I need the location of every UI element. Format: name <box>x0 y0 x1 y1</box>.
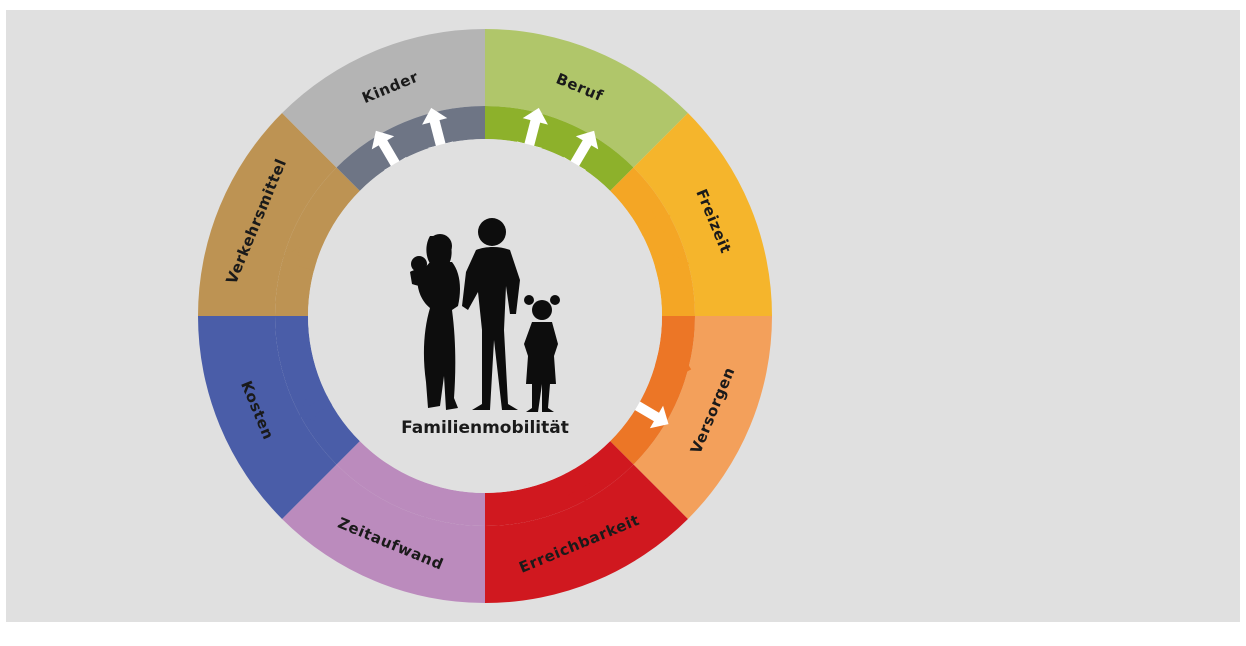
segment-beruf-inner <box>485 106 634 191</box>
segment-erreichbarkeit-outer <box>485 464 688 603</box>
segment-zeitaufwand-inner <box>336 441 485 526</box>
segment-kinder-inner <box>336 106 485 191</box>
segment-verkehrsmittel-inner <box>275 167 360 316</box>
segment-freizeit-inner <box>610 167 695 316</box>
family-silhouette-icon <box>410 218 560 412</box>
segment-kinder-outer <box>282 29 485 168</box>
segment-kosten-outer <box>198 316 337 519</box>
segment-verkehrsmittel-outer <box>198 113 337 316</box>
segment-freizeit-outer <box>633 113 772 316</box>
familienmobilitaet-wheel: BerufFreizeitVersorgenErreichbarkeitZeit… <box>198 29 772 603</box>
center-title: Familienmobilität <box>401 418 569 438</box>
segment-zeitaufwand-outer <box>282 464 485 603</box>
segment-beruf-outer <box>485 29 688 168</box>
segment-versorgen-outer <box>633 316 772 519</box>
segment-kosten-inner <box>275 316 360 465</box>
wheel-segments <box>198 29 772 603</box>
segment-erreichbarkeit-inner <box>485 441 634 526</box>
segment-versorgen-inner <box>610 316 695 465</box>
